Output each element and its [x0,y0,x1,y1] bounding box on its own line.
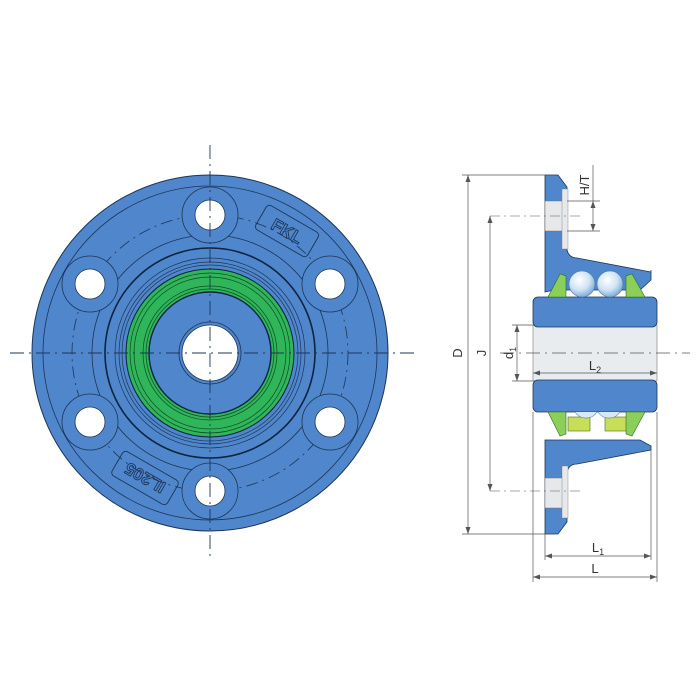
center-lines [10,145,415,560]
bolt-hole [74,268,106,300]
dimensions [462,165,658,582]
dim-label-D: D [450,348,465,357]
dim-label-L1: L1 [592,540,604,557]
front-view: FKL IL205 [10,145,415,560]
dim-label-d1-sub: 1 [508,347,518,352]
dim-label-L2-main: L [589,358,596,373]
bolt-hole [74,406,106,438]
dim-label-L2-sub: 2 [596,365,601,375]
seal-right-bottom [625,411,646,437]
housing-top [544,174,652,293]
dim-label-L1-main: L [592,540,599,555]
flange-relief-top [561,188,569,250]
dimension-arrows [465,175,657,580]
flange-relief-bottom [561,465,569,519]
ball-top-right [596,270,624,298]
seal-right-top [625,273,646,298]
bolt-hole [314,406,346,438]
ball-bottom-left-arc [574,411,598,419]
bolt-hole [314,268,346,300]
dim-label-L2: L2 [589,358,601,375]
cage-bottom-right [604,416,628,432]
bolt-holes [61,186,359,520]
seal-left-top [547,273,567,298]
seal-left-bottom [547,411,567,437]
ball-top-left [568,270,596,298]
ball-bottom-right-arc [597,411,621,419]
dim-label-d1: d1 [501,347,518,359]
dim-label-J: J [474,350,489,357]
inner-ring-top [532,296,658,328]
section-view [490,174,690,535]
dim-label-d1-main: d [501,352,516,359]
cage-bottom-left [567,416,591,432]
dim-label-L: L [591,561,598,576]
dim-label-L1-sub: 1 [599,547,604,557]
dim-label-HT: H/T [577,174,592,195]
inner-ring-bottom [532,379,658,413]
